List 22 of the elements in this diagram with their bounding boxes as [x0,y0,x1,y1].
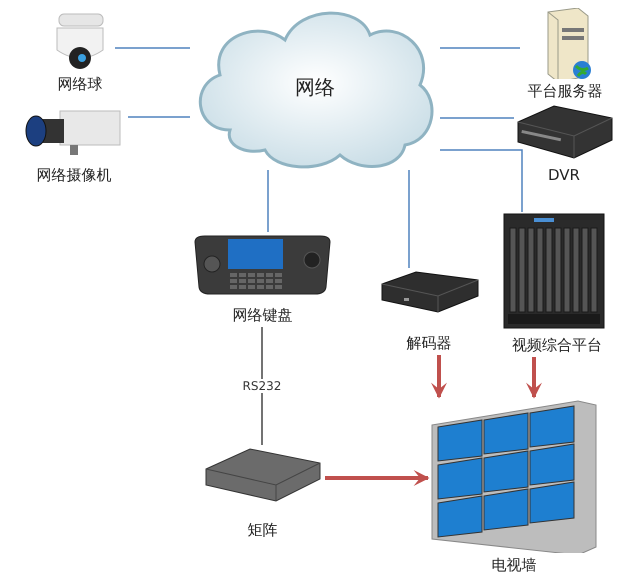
arrow [325,470,430,486]
edge-label: RS232 [240,379,284,393]
connector-line [261,327,263,445]
connector-line [440,149,523,212]
device-label: 解码器 [406,334,452,353]
connector-line [115,47,190,49]
device-label: 电视墙 [490,556,538,575]
device-label: 平台服务器 [526,82,604,101]
connector-line [440,47,520,49]
connector-line [267,170,269,232]
connector-line [408,170,410,268]
device-label: DVR [547,166,581,184]
device-label: 网络摄像机 [36,166,112,185]
arrow [526,357,542,399]
arrow [431,355,447,399]
cloud-label: 网络 [294,74,336,100]
device-label: 矩阵 [246,521,278,540]
device-label: 视频综合平台 [511,336,603,355]
device-label: 网络键盘 [232,306,294,325]
device-label: 网络球 [56,75,104,94]
connector-line [128,116,190,118]
connector-line [440,117,514,119]
